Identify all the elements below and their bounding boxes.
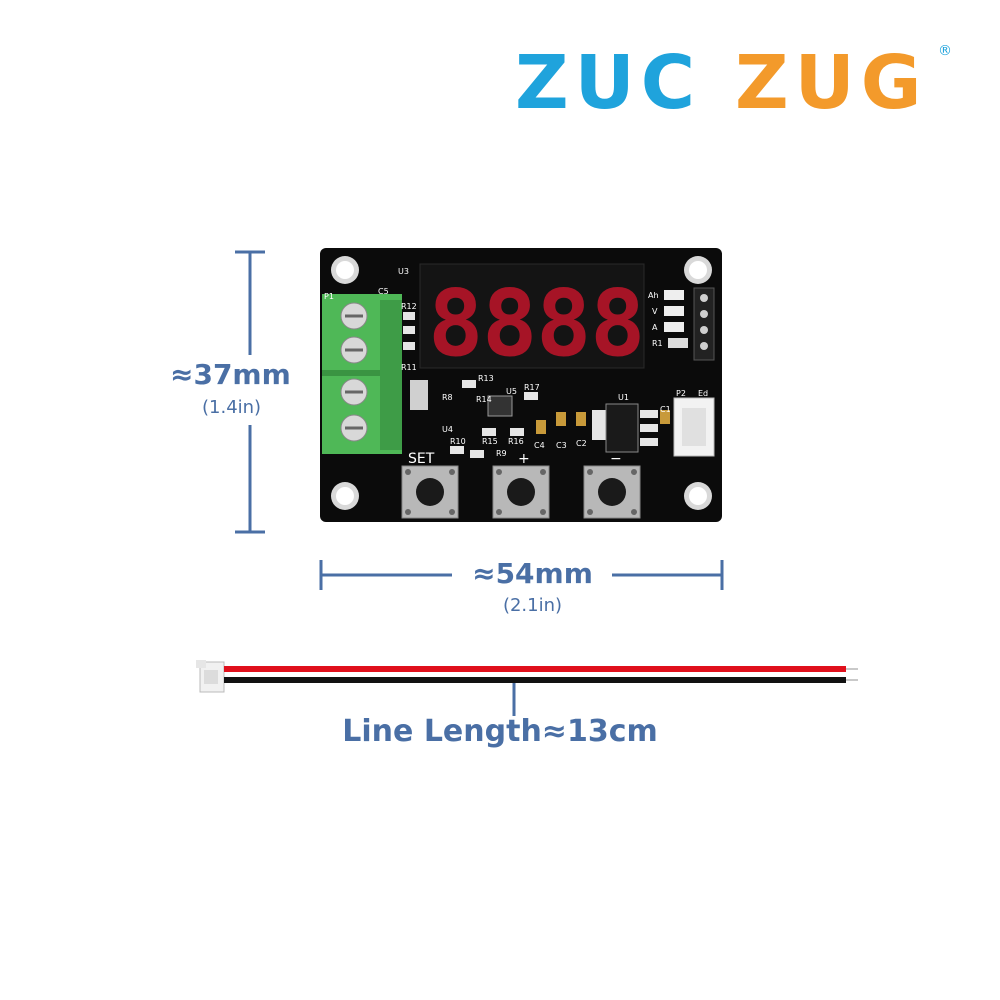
silkscreen-label: U1 [618, 393, 629, 402]
display-digit: 8 [428, 270, 483, 377]
silkscreen-label: U3 [398, 267, 409, 276]
terminal-block [322, 294, 402, 454]
brand-logo: ZUC ZUG ® [515, 40, 952, 126]
silkscreen-label: Ed [698, 389, 708, 398]
silkscreen-labels: U3 C5 P1 R12 R11 R13 R8 U4 R14 U5 R17 R1… [324, 267, 708, 458]
minus-button [583, 465, 641, 519]
silkscreen-label: U4 [442, 425, 453, 434]
silkscreen-label: R1 [652, 339, 663, 348]
height-dimension-sub: (1.4in) [202, 397, 262, 418]
silkscreen-label: R15 [482, 437, 498, 446]
pin-header [693, 287, 715, 361]
silkscreen-label: R17 [524, 383, 540, 392]
silkscreen-label: A [652, 323, 658, 332]
button-label-plus: + [518, 451, 530, 467]
height-dimension-line [235, 250, 265, 534]
silkscreen-label: R8 [442, 393, 453, 402]
silkscreen-label: C1 [660, 405, 671, 414]
width-dimension-line [319, 560, 724, 590]
logo-registered: ® [938, 43, 952, 59]
smd-components [403, 312, 670, 458]
seven-segment-display: 8 8 8 8 [419, 263, 645, 377]
silkscreen-label: R9 [496, 449, 507, 458]
silkscreen-label: C3 [556, 441, 567, 450]
height-dimension-label: ≈37mm [170, 358, 291, 391]
mounting-holes [331, 256, 712, 510]
display-digit: 8 [590, 270, 645, 377]
button-label-minus: − [610, 451, 622, 467]
silkscreen-label: R11 [401, 363, 417, 372]
status-leds [664, 290, 688, 348]
silkscreen-label: Ah [648, 291, 659, 300]
set-button [401, 465, 459, 519]
silkscreen-label: P2 [676, 389, 686, 398]
silkscreen-label: C5 [378, 287, 389, 296]
silkscreen-label: C2 [576, 439, 587, 448]
silkscreen-label: R14 [476, 395, 492, 404]
jst-cable [196, 660, 858, 693]
silkscreen-label: C4 [534, 441, 545, 450]
display-digit: 8 [536, 270, 591, 377]
silkscreen-label: P1 [324, 292, 334, 301]
silkscreen-label: R13 [478, 374, 494, 383]
width-dimension-sub: (2.1in) [502, 595, 563, 616]
line-length-label: Line Length≈13cm [342, 714, 658, 749]
silkscreen-label: U5 [506, 387, 517, 396]
plus-button [492, 465, 550, 519]
display-digit: 8 [482, 270, 537, 377]
silkscreen-label: V [652, 307, 658, 316]
silkscreen-label: R10 [450, 437, 466, 446]
silkscreen-label: R16 [508, 437, 524, 446]
jst-connector-socket [673, 397, 715, 457]
width-dimension-label: ≈54mm [472, 557, 593, 590]
push-buttons: SET + − [401, 451, 641, 519]
pcb-board: 8 8 8 8 [320, 248, 722, 522]
button-label-set: SET [408, 451, 435, 467]
silkscreen-label: R12 [401, 302, 417, 311]
logo-part2: ZUG [735, 40, 928, 126]
logo-part1: ZUC [515, 40, 701, 126]
